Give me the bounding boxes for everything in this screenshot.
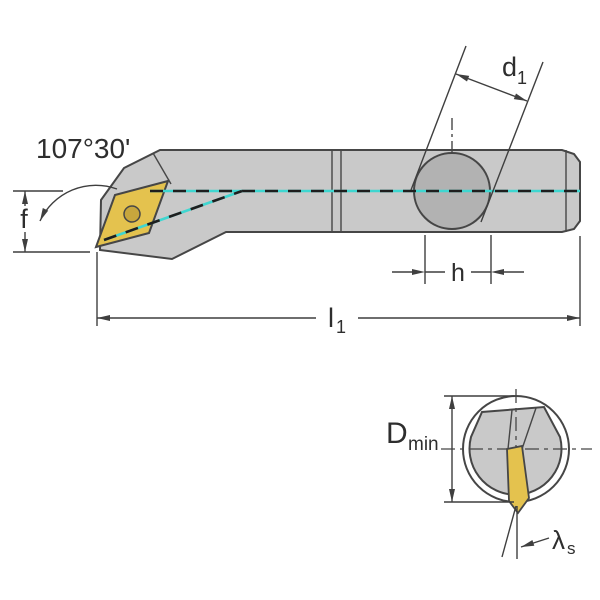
- angle-arrow: [40, 208, 49, 221]
- dmin-arrow-bottom: [449, 489, 455, 502]
- lambda-label-sub: s: [567, 539, 576, 558]
- lambda-insert-axis-line: [501, 505, 517, 558]
- insert-screw-hole: [123, 205, 141, 223]
- d1-arrow-1: [456, 74, 470, 82]
- tip-offset-line-dashes: [103, 189, 243, 242]
- d1-dimension-label: d 1: [502, 52, 527, 88]
- dmin-dimension-label: D min: [386, 417, 439, 455]
- clamp-edge-line: [152, 152, 172, 185]
- h-arrow-right: [491, 269, 504, 275]
- f-dimension-label: f: [20, 204, 28, 234]
- d1-label-sub: 1: [517, 68, 527, 88]
- end-view-pocket-line-2: [521, 407, 537, 450]
- d1-tangent-line-2: [480, 61, 544, 223]
- f-label-mask: [14, 206, 36, 232]
- f-arrow-up: [22, 191, 28, 204]
- h-dimension-label: h: [451, 259, 465, 287]
- lambda-label-base: λ: [552, 525, 565, 555]
- insert-end-view: [506, 444, 530, 515]
- l1-arrow-left: [97, 315, 110, 321]
- dmin-label-base: D: [386, 417, 408, 450]
- l1-label-mask: [316, 302, 358, 332]
- lambda-s-dimension-label: λ s: [552, 525, 576, 558]
- l1-label-base: l: [328, 303, 334, 333]
- d1-tangent-line-1: [410, 45, 467, 191]
- angle-dimension-label: 107°30': [36, 133, 130, 164]
- l1-label-sub: 1: [336, 317, 346, 337]
- dmin-label-sub: min: [408, 434, 439, 455]
- end-view-pocket-line-1: [507, 409, 513, 450]
- h-label-mask: [445, 258, 471, 284]
- h-arrow-left: [412, 269, 425, 275]
- l1-dimension-label: l 1: [328, 303, 346, 337]
- d1-label-base: d: [502, 52, 517, 82]
- shank-body: [98, 149, 581, 261]
- f-arrow-down: [22, 239, 28, 252]
- dmin-arrow-top: [449, 396, 455, 409]
- lambda-arrow: [521, 540, 535, 547]
- d1-arrow-2: [513, 93, 527, 101]
- l1-arrow-right: [567, 315, 580, 321]
